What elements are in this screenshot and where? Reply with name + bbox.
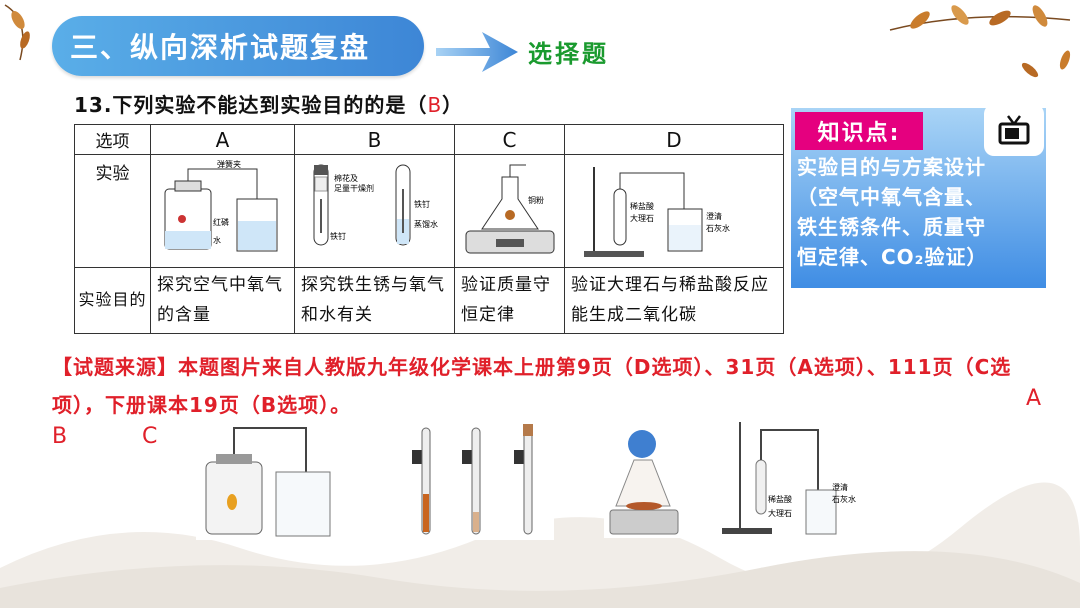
photo-label-a: A <box>1026 386 1042 411</box>
section-title-banner: 三、纵向深析试题复盘 <box>52 16 424 76</box>
diagram-d: 稀盐酸 大理石 澄清 石灰水 <box>564 154 784 268</box>
arrow-right-icon <box>436 32 518 72</box>
knowledge-line: 实验目的与方案设计 <box>797 155 986 179</box>
photo-b-apparatus <box>404 424 554 540</box>
photo-c-apparatus <box>604 426 684 538</box>
diagram-c-apparatus: 铜粉 <box>465 164 554 254</box>
diagram-b-apparatus: 棉花及 足量干燥剂 铁钉 铁钉 蒸馏水 <box>313 164 438 246</box>
photo-a-apparatus <box>196 422 342 540</box>
label-distilled-water: 蒸馏水 <box>414 219 438 229</box>
photo-label-b: B <box>52 424 68 449</box>
mountain-background <box>0 482 1080 608</box>
knowledge-title: 知识点: <box>795 112 923 150</box>
photo-label-acid: 稀盐酸 <box>768 494 792 504</box>
leaf-icon <box>4 4 30 61</box>
table-row: 实验目的 探究空气中氧气的含量 探究铁生锈与氧气和水有关 验证质量守恒定律 验证… <box>74 266 784 335</box>
option-c: C <box>454 123 565 156</box>
label-clear: 澄清 <box>706 211 722 221</box>
photo-label-marble: 大理石 <box>768 508 792 518</box>
tv-badge <box>984 104 1044 156</box>
label-marble: 大理石 <box>630 213 654 223</box>
source-note: 【试题来源】本题图片来自人教版九年级化学课本上册第9页（D选项）、31页（A选项… <box>52 355 1012 417</box>
option-a: A <box>150 123 295 156</box>
question-stem: 13.下列实验不能达到实验目的的是（B） <box>74 93 464 117</box>
purpose-c: 验证质量守恒定律 <box>454 266 565 335</box>
label-nail-1: 铁钉 <box>330 231 346 241</box>
option-b: B <box>294 123 455 156</box>
label-desiccant: 足量干燥剂 <box>334 183 374 193</box>
knowledge-line: 铁生锈条件、质量守 <box>797 215 986 239</box>
row-label-experiment: 实验 <box>74 154 151 268</box>
label-copper-powder: 铜粉 <box>528 195 544 205</box>
knowledge-text: 实验目的与方案设计 （空气中氧气含量、 铁生锈条件、质量守 恒定律、CO₂验证） <box>797 152 1045 272</box>
photo-d-apparatus: 稀盐酸 大理石 澄清 石灰水 <box>718 420 864 538</box>
label-clip: 弹簧夹 <box>217 159 241 169</box>
purpose-d: 验证大理石与稀盐酸反应能生成二氧化碳 <box>564 266 784 335</box>
diagram-c: 铜粉 <box>454 154 565 268</box>
photo-label-limewater: 石灰水 <box>832 494 856 504</box>
label-red-phosphorus: 红磷 <box>213 217 229 227</box>
table-row: 选项 A B C D <box>74 123 784 156</box>
options-table: 选项 A B C D 实验 弹簧夹 红磷 水 <box>74 123 784 335</box>
knowledge-line: （空气中氧气含量、 <box>797 185 986 209</box>
row-label-option: 选项 <box>74 123 151 156</box>
diagram-a: 弹簧夹 红磷 水 <box>150 154 295 268</box>
answer-letter: B <box>427 93 443 117</box>
diagram-a-apparatus: 弹簧夹 红磷 水 <box>164 159 277 252</box>
knowledge-line: 恒定律、CO₂验证） <box>797 245 988 269</box>
photo-label-clear: 澄清 <box>832 482 848 492</box>
purpose-a: 探究空气中氧气的含量 <box>150 266 295 335</box>
purpose-b: 探究铁生锈与氧气和水有关 <box>294 266 455 335</box>
row-label-purpose: 实验目的 <box>74 266 151 335</box>
diagram-b: 棉花及 足量干燥剂 铁钉 铁钉 蒸馏水 <box>294 154 455 268</box>
table-row: 实验 弹簧夹 红磷 水 <box>74 154 784 268</box>
option-d: D <box>564 123 784 156</box>
label-nail-2: 铁钉 <box>414 199 430 209</box>
diagram-d-apparatus: 稀盐酸 大理石 澄清 石灰水 <box>584 167 730 258</box>
section-title: 三、纵向深析试题复盘 <box>70 31 371 64</box>
photo-label-c: C <box>142 424 158 449</box>
leaf-icon <box>889 5 1071 78</box>
label-water: 水 <box>213 235 221 245</box>
label-cotton: 棉花及 <box>334 173 358 183</box>
label-hydrochloric-acid: 稀盐酸 <box>630 201 654 211</box>
question-type: 选择题 <box>528 40 609 68</box>
tv-icon <box>998 115 1030 145</box>
label-limewater: 石灰水 <box>706 223 730 233</box>
